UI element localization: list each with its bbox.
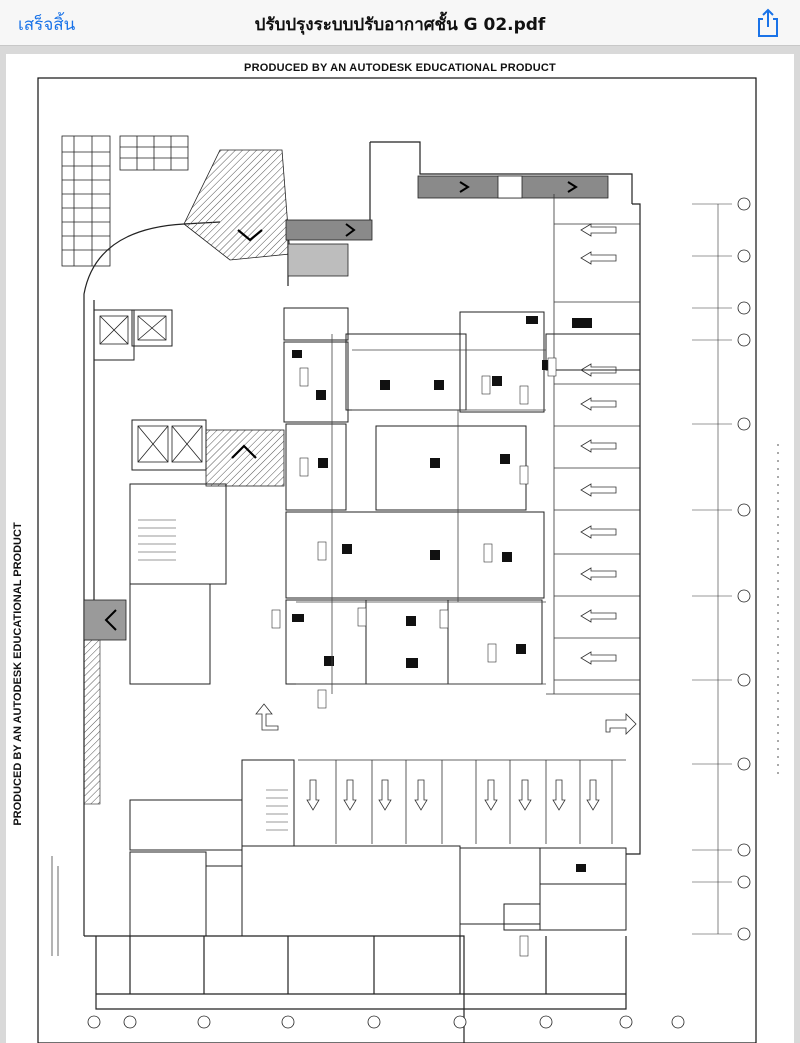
- grid-bubbles-bottom: [87, 1015, 685, 1029]
- parking-arrows-right: [580, 223, 617, 665]
- ramp-arrow-1: [237, 229, 263, 242]
- done-button[interactable]: เสร็จสิ้น: [18, 15, 76, 35]
- rotated-notes: [51, 856, 59, 956]
- interior-walls: [93, 307, 641, 937]
- ac-units: [292, 316, 592, 872]
- legend-table: [61, 135, 189, 267]
- turn-arrow-right: [605, 713, 637, 735]
- share-icon: [758, 8, 778, 37]
- grid-bubbles-right: [737, 197, 751, 941]
- parking-stalls-bottom: [298, 759, 626, 844]
- turn-arrow-left: [255, 703, 279, 731]
- grid-lines-right: [692, 203, 732, 935]
- parking-arrows-bottom: [306, 779, 600, 811]
- parking-stalls-right: [546, 194, 640, 695]
- floor-plan-drawing: [37, 77, 779, 1043]
- stair-treads: [138, 519, 288, 831]
- ramp-mid: [205, 429, 285, 487]
- watermark-top: PRODUCED BY AN AUTODESK EDUCATIONAL PROD…: [244, 62, 556, 74]
- document-title: ปรับปรุงระบบปรับอากาศชั้น G 02.pdf: [254, 15, 546, 35]
- elevator-shafts: [99, 315, 203, 463]
- duct-lines: [296, 334, 546, 694]
- pdf-page[interactable]: PRODUCED BY AN AUTODESK EDUCATIONAL PROD…: [6, 54, 794, 1043]
- ramp-top: [183, 149, 291, 261]
- sheet-border: [37, 77, 757, 1043]
- ramp-arrow-2: [231, 444, 257, 459]
- building-outline: [83, 141, 641, 1043]
- ramp-left: [83, 639, 101, 805]
- equipment-tags: [271, 357, 557, 957]
- share-button[interactable]: [754, 8, 782, 38]
- entry-arrow: [104, 609, 117, 631]
- navigation-bar: เสร็จสิ้น ปรับปรุงระบบปรับอากาศชั้น G 02…: [0, 0, 800, 46]
- duct-small: [285, 219, 373, 241]
